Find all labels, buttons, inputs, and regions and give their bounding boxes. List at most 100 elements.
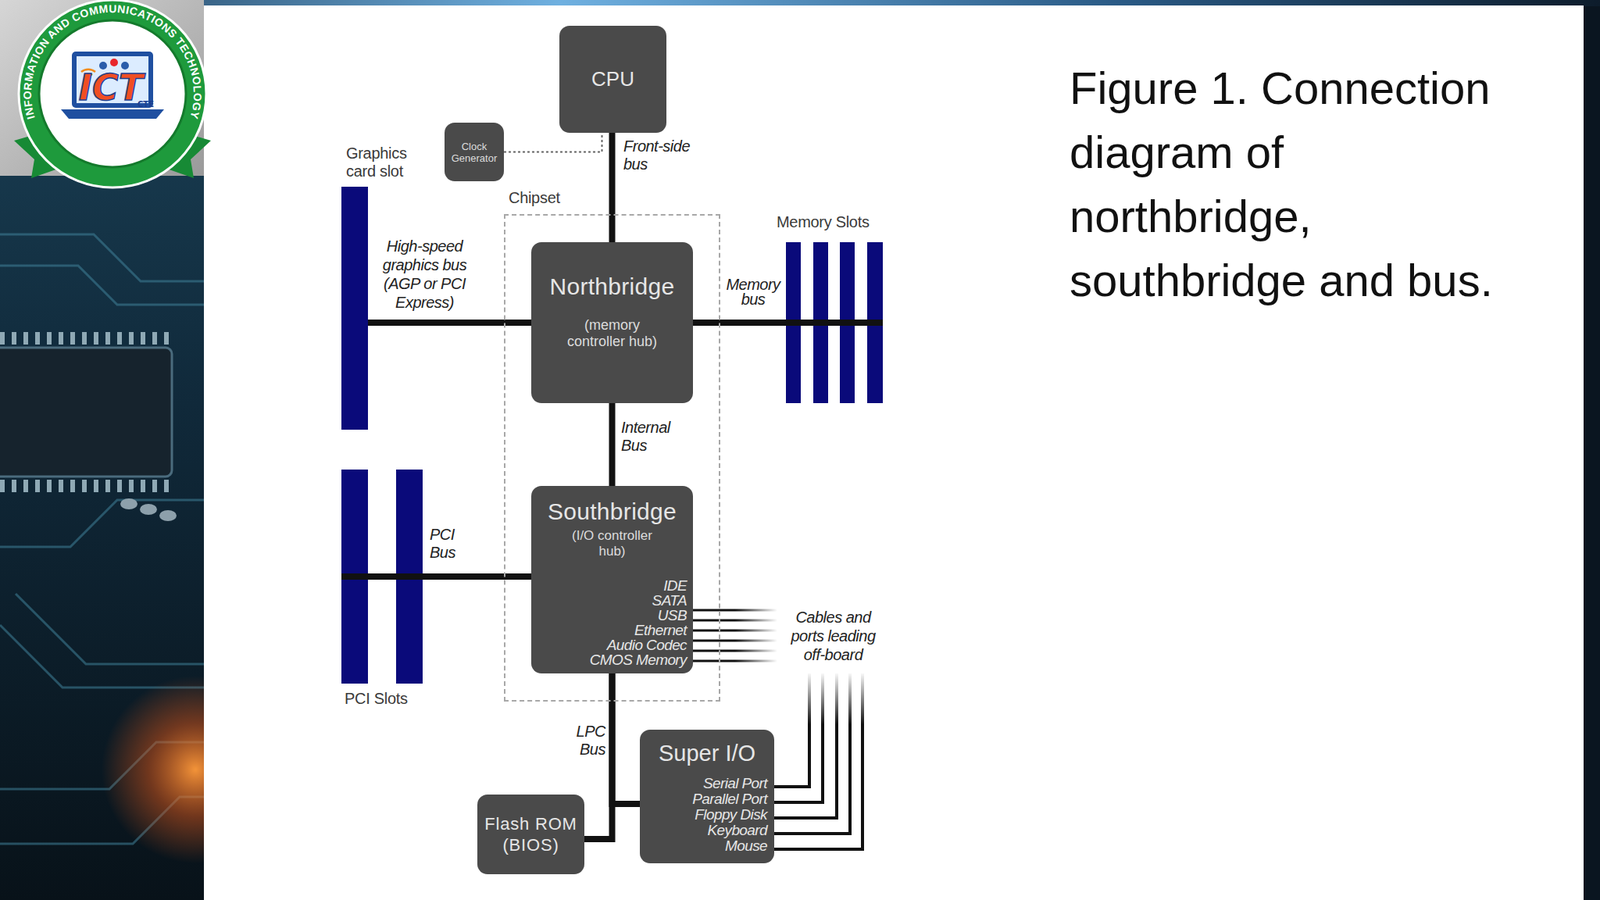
cable-line bbox=[774, 673, 863, 850]
cable-line bbox=[692, 650, 778, 653]
trace bbox=[0, 265, 204, 305]
port-label: CMOS Memory bbox=[589, 652, 687, 668]
super-io-box: Super I/O Serial PortParallel PortFloppy … bbox=[639, 729, 775, 864]
text-wrap: CPU bbox=[559, 25, 667, 133]
node-subtitle: (I/O controller hub) bbox=[559, 528, 665, 560]
clock-generator-box: Clock Generator bbox=[444, 122, 504, 182]
cable-line bbox=[774, 673, 837, 818]
bus-connector bbox=[612, 673, 641, 804]
southbridge-box: Southbridge (I/O controller hub) IDESATAUS… bbox=[531, 485, 693, 674]
heading-wrap: Graphics card slot bbox=[346, 144, 417, 181]
note-label: Cables and ports leading off-board bbox=[780, 607, 886, 665]
slide-panel bbox=[203, 5, 1584, 900]
logo-ring bbox=[18, 0, 207, 188]
node-title: Northbridge bbox=[549, 273, 675, 300]
bus-label: Memory bus bbox=[721, 277, 786, 308]
logo-subtext: CTE bbox=[137, 100, 154, 109]
node-title: Super I/O bbox=[639, 740, 775, 767]
laptop-base bbox=[60, 109, 165, 119]
clock-line bbox=[503, 132, 603, 153]
memory-slots: Memory Slots bbox=[785, 242, 883, 404]
cable-line bbox=[692, 639, 778, 643]
port-label: Keyboard bbox=[692, 822, 768, 839]
bus-connector bbox=[692, 319, 786, 326]
text-wrap: Super I/O bbox=[639, 740, 775, 767]
node-title: Clock Generator bbox=[444, 140, 504, 165]
bus-label: Internal Bus bbox=[621, 418, 684, 455]
ring-text-path: INFORMATION AND COMMUNICATIONS TECHNOLOG… bbox=[21, 2, 204, 122]
heading-wrap: Chipset bbox=[508, 189, 561, 208]
slot-label: Graphics card slot bbox=[346, 144, 417, 181]
cable-line bbox=[692, 619, 778, 622]
bus-label: LPC Bus bbox=[562, 722, 606, 759]
port-label: USB bbox=[589, 607, 687, 623]
text-wrap: Flash ROM (BIOS) bbox=[477, 794, 585, 875]
figure-caption: Figure 1. Connection diagram of northbri… bbox=[1069, 56, 1511, 313]
component bbox=[139, 503, 158, 515]
bus-connector bbox=[422, 573, 532, 580]
trace bbox=[0, 500, 204, 547]
bus-label: Front-side bus bbox=[623, 137, 706, 174]
cable-line bbox=[692, 609, 778, 612]
cable-line bbox=[774, 673, 823, 803]
port-label: Parallel Port bbox=[692, 791, 768, 808]
chip-pins bbox=[0, 332, 172, 345]
port-list: Serial PortParallel PortFloppy DiskKeybo… bbox=[692, 775, 768, 854]
chipset-group: ChipsetNorthbridge(memory controller hub… bbox=[503, 214, 721, 702]
port-label: Audio Codec bbox=[589, 637, 687, 653]
group-heading: Chipset bbox=[508, 189, 561, 208]
ict-logo: INFORMATION AND COMMUNICATIONS TECHNOLOG… bbox=[14, 0, 211, 188]
port-label: SATA bbox=[589, 592, 687, 608]
heading-wrap: Memory Slots bbox=[776, 213, 870, 232]
port-list: IDESATAUSBEthernetAudio CodecCMOS Memory bbox=[589, 578, 687, 668]
slot-label: PCI Slots bbox=[344, 689, 408, 708]
trace bbox=[15, 593, 204, 665]
port-label: Mouse bbox=[692, 838, 768, 854]
bus-label: PCI Bus bbox=[429, 525, 469, 562]
logo-ring-text: INFORMATION AND COMMUNICATIONS TECHNOLOG… bbox=[21, 2, 204, 122]
cable-line bbox=[692, 629, 778, 633]
heading-wrap: PCI Slots bbox=[344, 689, 408, 708]
northbridge-box: Northbridge (memory controller hub) bbox=[531, 242, 693, 404]
text-wrap: Southbridge (I/O controller hub) bbox=[531, 498, 693, 560]
port-label: Ethernet bbox=[589, 622, 687, 638]
port-label: Floppy Disk bbox=[692, 807, 768, 823]
pci-slots: PCI Slots bbox=[341, 469, 423, 684]
bus-label: High-speed graphics bus (AGP or PCI Expr… bbox=[375, 236, 474, 312]
logo-inner bbox=[39, 20, 186, 168]
bus-connector bbox=[609, 403, 616, 486]
bus-connector bbox=[609, 132, 616, 243]
top-strip bbox=[0, 0, 1600, 7]
slot-label: Memory Slots bbox=[776, 213, 870, 232]
bus-line bbox=[785, 319, 883, 326]
trace bbox=[0, 234, 204, 282]
node-title: Southbridge bbox=[547, 498, 677, 525]
component bbox=[159, 510, 177, 522]
southbridge-cables bbox=[692, 610, 778, 661]
node-subtitle: (memory controller hub) bbox=[553, 317, 672, 350]
port-label: Serial Port bbox=[692, 775, 768, 792]
bus-connector bbox=[367, 319, 532, 326]
port-label: IDE bbox=[589, 578, 687, 593]
person-icon bbox=[110, 58, 118, 67]
super-io-cables bbox=[774, 673, 863, 850]
component bbox=[120, 498, 138, 510]
graphics-slot: Graphics card slot bbox=[341, 186, 368, 430]
bus-line bbox=[341, 573, 423, 580]
cable-line bbox=[774, 673, 810, 787]
cpu-box: CPU bbox=[559, 25, 667, 133]
trace bbox=[0, 625, 204, 688]
logo-text-group: INFORMATION AND COMMUNICATIONS TECHNOLOG… bbox=[21, 2, 204, 122]
cable-line bbox=[692, 660, 778, 663]
text-wrap: Clock Generator bbox=[444, 122, 504, 182]
logo-acronym: ICT bbox=[78, 66, 147, 109]
node-title: Flash ROM (BIOS) bbox=[482, 813, 580, 856]
cable-line bbox=[774, 673, 850, 834]
chip-illustration bbox=[0, 347, 172, 477]
chip-pins bbox=[0, 479, 172, 493]
